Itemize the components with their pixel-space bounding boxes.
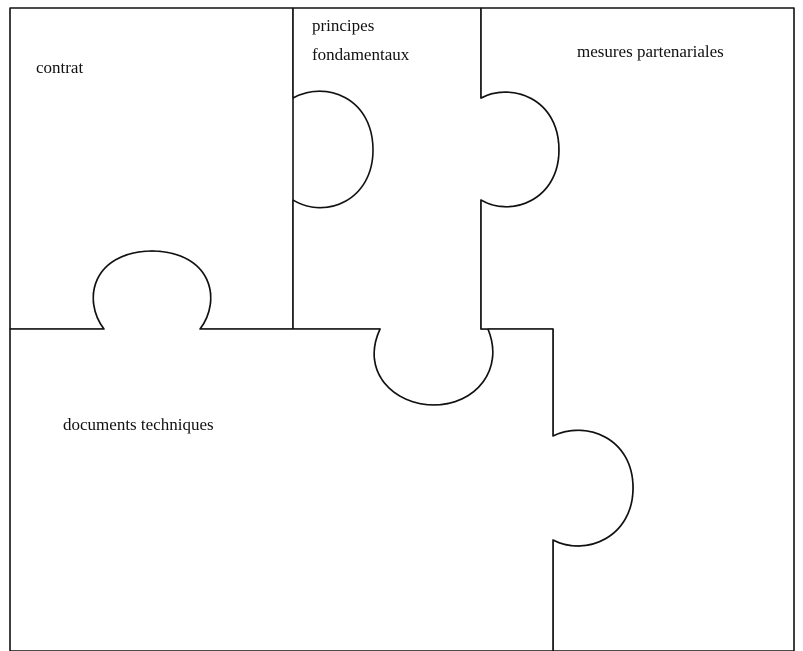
label-contrat-line-1: contrat bbox=[36, 58, 83, 77]
label-contrat: contrat bbox=[36, 58, 83, 77]
piece-documents bbox=[9, 250, 634, 651]
label-principes-line-2: fondamentaux bbox=[312, 45, 410, 64]
label-principes: principes fondamentaux bbox=[312, 16, 410, 64]
label-mesures-line-1: mesures partenariales bbox=[577, 42, 724, 61]
label-documents-line-1: documents techniques bbox=[63, 415, 214, 434]
label-documents: documents techniques bbox=[63, 415, 214, 434]
label-principes-line-1: principes bbox=[312, 16, 374, 35]
label-mesures: mesures partenariales bbox=[577, 42, 724, 61]
